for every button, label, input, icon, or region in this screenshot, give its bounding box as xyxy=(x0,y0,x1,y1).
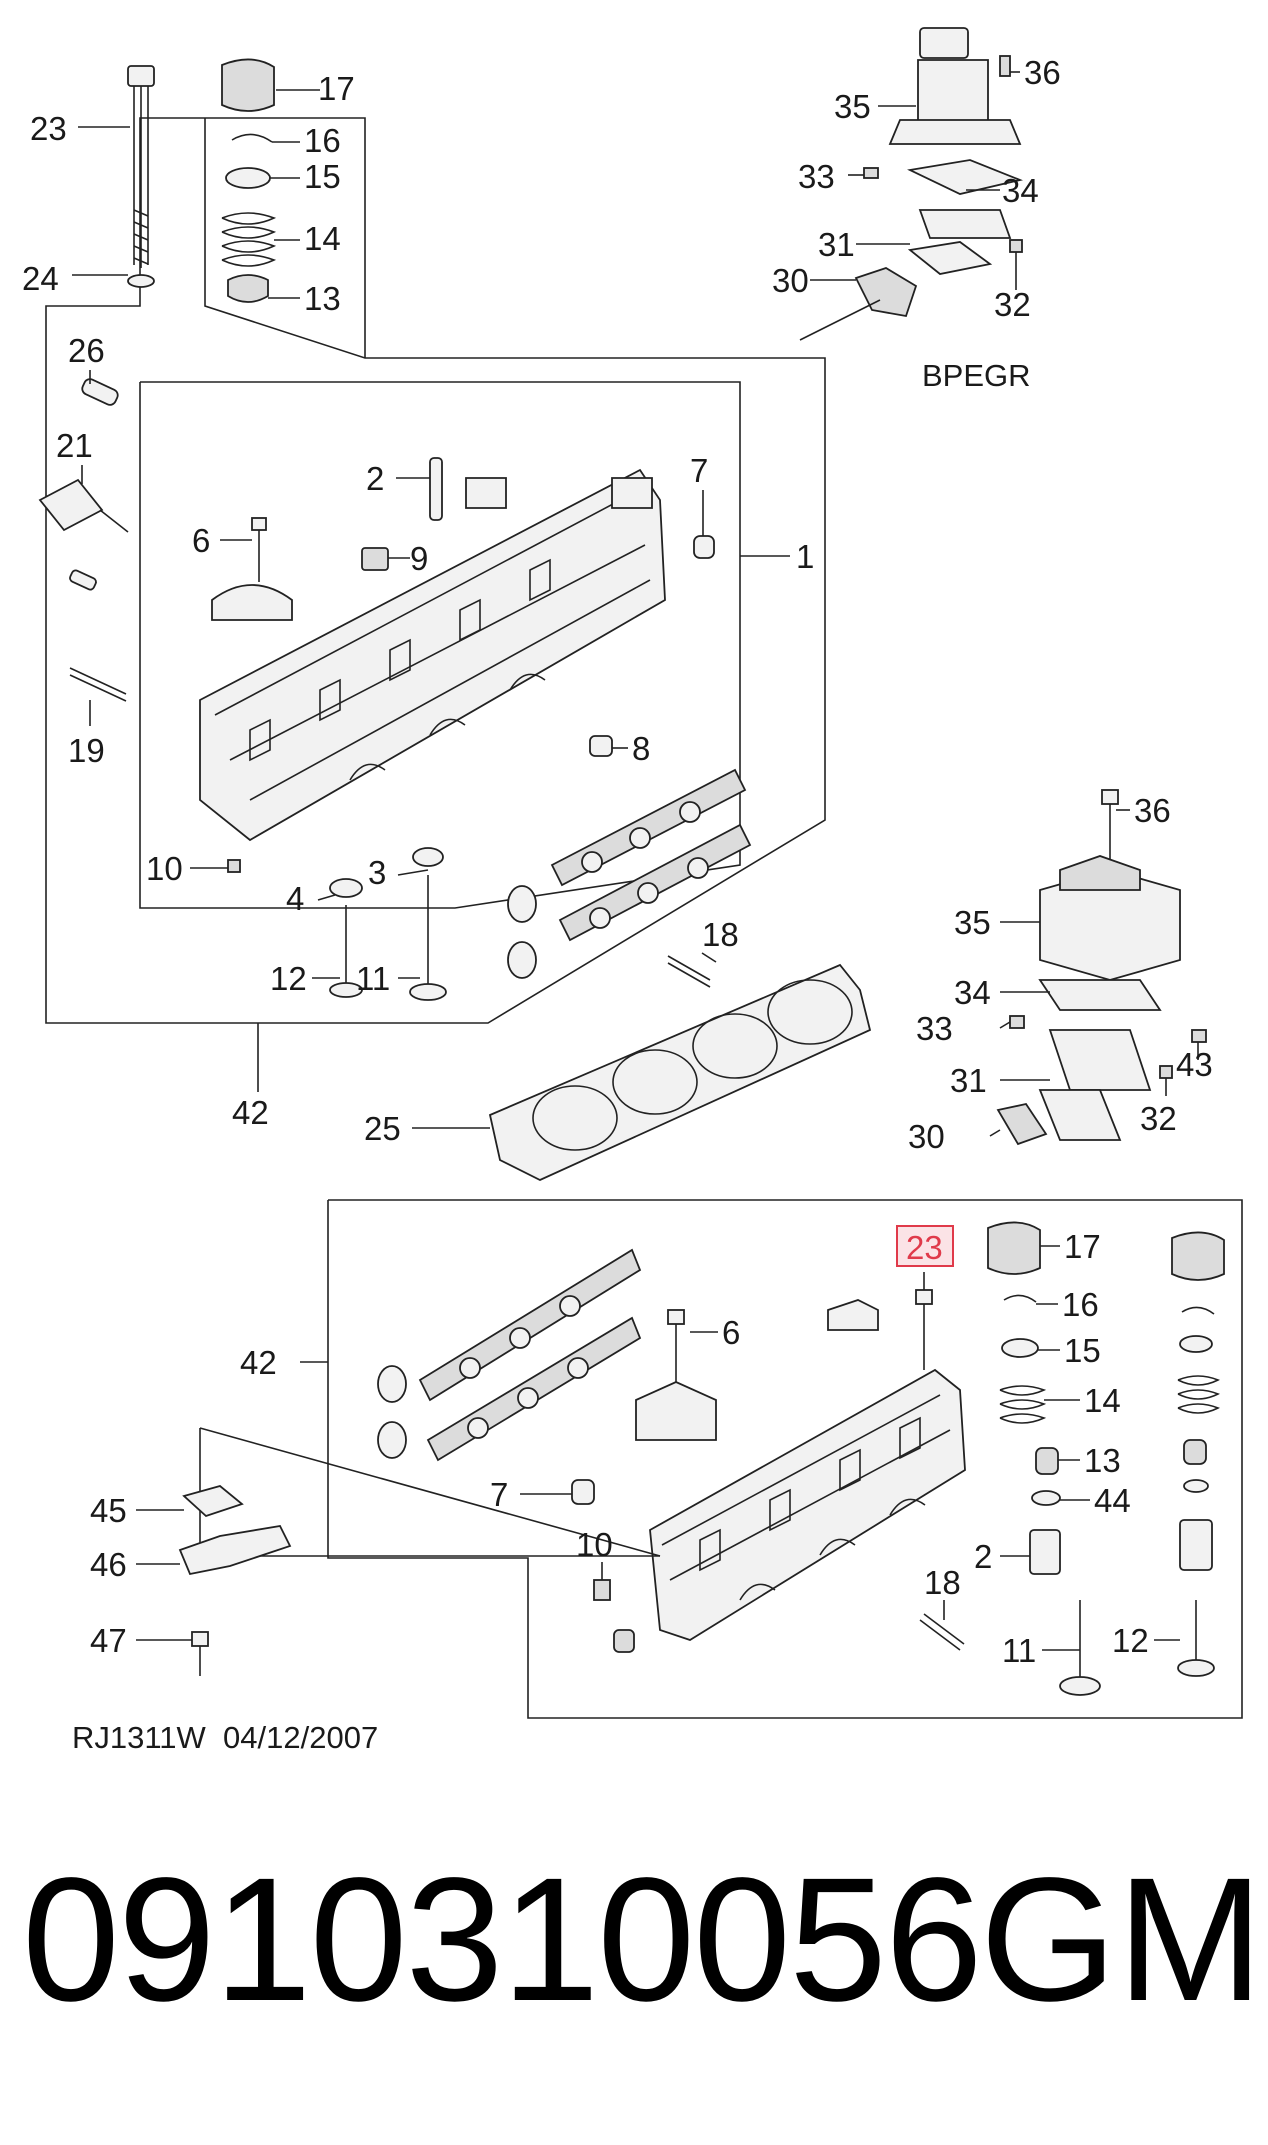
callout-label: 36 xyxy=(1024,54,1061,91)
callout-label: 2 xyxy=(366,460,384,497)
callout-label: 16 xyxy=(304,122,341,159)
lower-assembly: 23 17 6 16 42 15 14 13 7 44 10 2 18 12 1… xyxy=(72,1199,1243,1755)
callout-label: 33 xyxy=(916,1010,953,1047)
callout-label: 42 xyxy=(240,1344,277,1381)
callout-label: 7 xyxy=(490,1476,508,1513)
egr-lower-leader-lines xyxy=(989,809,1199,1137)
callout-label: 42 xyxy=(232,1094,269,1131)
callout-label: 30 xyxy=(908,1118,945,1155)
callout-label: 2 xyxy=(974,1538,992,1575)
callout-label: 17 xyxy=(318,70,355,107)
callout-label: 1 xyxy=(796,538,814,575)
callout-label: 6 xyxy=(192,522,210,559)
upper-callout-labels: 23 17 16 15 14 24 13 26 21 2 7 6 9 1 19 … xyxy=(22,70,814,1147)
callout-label: 43 xyxy=(1176,1046,1213,1083)
lower-leader-lines xyxy=(136,1245,1180,1651)
callout-label: 10 xyxy=(146,850,183,887)
callout-label: 15 xyxy=(1064,1332,1101,1369)
callout-label: 10 xyxy=(576,1526,613,1563)
callout-label-highlighted: 23 xyxy=(906,1229,943,1266)
callout-label: 9 xyxy=(410,540,428,577)
egr-valve-upper: 36 35 33 34 31 30 32 BPEGR xyxy=(772,27,1061,393)
brand-name: GM xyxy=(980,1842,1264,2038)
callout-label: 15 xyxy=(304,158,341,195)
egr-upper-leader-lines xyxy=(799,71,1020,341)
callout-label: 47 xyxy=(90,1622,127,1659)
callout-label: 6 xyxy=(722,1314,740,1351)
callout-label: 31 xyxy=(818,226,855,263)
diagram-caption: RJ1311W 04/12/2007 xyxy=(72,1720,378,1755)
callout-label: 45 xyxy=(90,1492,127,1529)
part-number: 0910310056 xyxy=(22,1842,983,2038)
highlight-box xyxy=(896,1225,954,1267)
callout-label: 44 xyxy=(1094,1482,1131,1519)
callout-label: 16 xyxy=(1062,1286,1099,1323)
callout-label: 17 xyxy=(1064,1228,1101,1265)
callout-label: 23 xyxy=(30,110,67,147)
callout-label: 13 xyxy=(1084,1442,1121,1479)
callout-label: 34 xyxy=(1002,172,1039,209)
callout-label: 32 xyxy=(1140,1100,1177,1137)
callout-label: 33 xyxy=(798,158,835,195)
callout-label: 7 xyxy=(690,452,708,489)
egr-valve-lower: 36 35 34 33 43 31 32 30 xyxy=(908,789,1213,1155)
callout-label: 46 xyxy=(90,1546,127,1583)
callout-label: 21 xyxy=(56,427,93,464)
callout-label: 31 xyxy=(950,1062,987,1099)
callout-label: 12 xyxy=(270,960,307,997)
callout-label: 32 xyxy=(994,286,1031,323)
callout-label: 12 xyxy=(1112,1622,1149,1659)
callout-label: 35 xyxy=(834,88,871,125)
callout-label: 18 xyxy=(924,1564,961,1601)
callout-label: 25 xyxy=(364,1110,401,1147)
callout-label: 13 xyxy=(304,280,341,317)
callout-label: 30 xyxy=(772,262,809,299)
callout-label: 24 xyxy=(22,260,59,297)
lower-callout-labels: 23 17 6 16 42 15 14 13 7 44 10 2 18 12 1… xyxy=(90,1225,1149,1669)
egr-upper-callout-labels: 36 35 33 34 31 30 32 xyxy=(772,54,1061,323)
callout-label: 8 xyxy=(632,730,650,767)
callout-label: 11 xyxy=(356,960,390,997)
callout-label: 14 xyxy=(304,220,341,257)
callout-label: 4 xyxy=(286,880,304,917)
callout-label: 14 xyxy=(1084,1382,1121,1419)
callout-label: 36 xyxy=(1134,792,1171,829)
callout-label: 19 xyxy=(68,732,105,769)
egr-lower-callout-labels: 36 35 34 33 43 31 32 30 xyxy=(908,792,1213,1155)
callout-label: 35 xyxy=(954,904,991,941)
callout-label: 34 xyxy=(954,974,991,1011)
callout-label: 3 xyxy=(368,854,386,891)
callout-label: 26 xyxy=(68,332,105,369)
callout-label: 11 xyxy=(1002,1632,1036,1669)
callout-label: 18 xyxy=(702,916,739,953)
upper-leader-lines xyxy=(72,89,790,1129)
egr-upper-caption: BPEGR xyxy=(922,358,1031,393)
upper-assembly: 23 17 16 15 14 24 13 26 21 2 7 6 9 1 19 … xyxy=(22,58,872,1181)
